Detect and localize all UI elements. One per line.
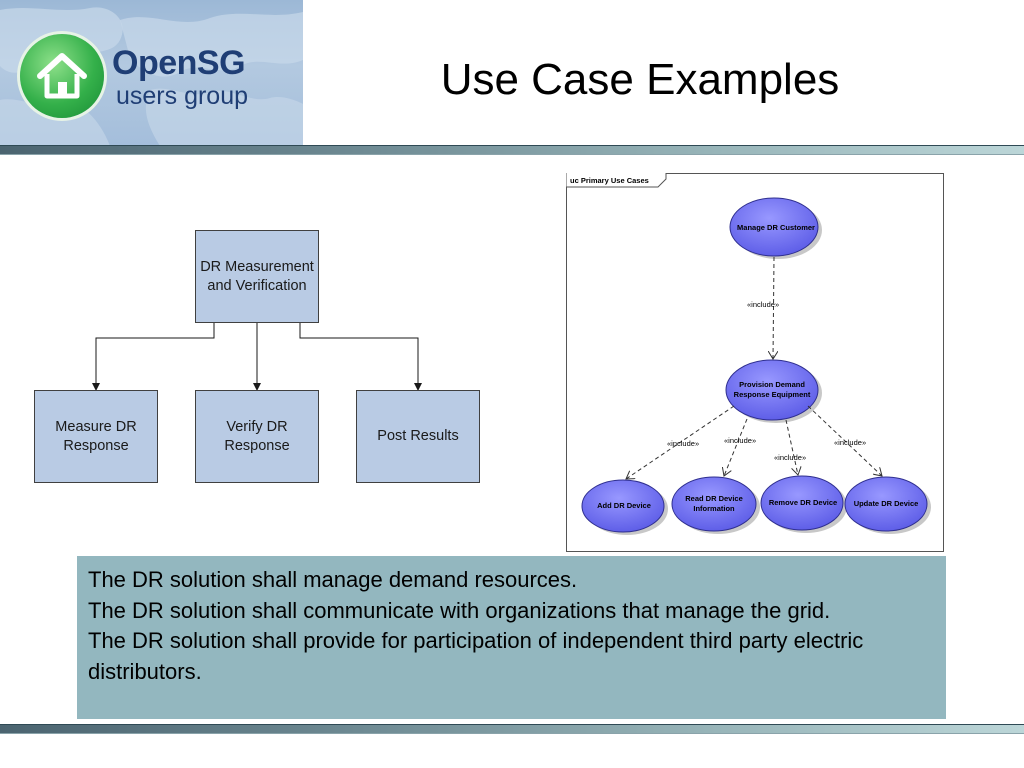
requirement-line: The DR solution shall provide for partic…	[88, 628, 864, 684]
use-case-update	[844, 476, 928, 532]
requirement-line: The DR solution shall manage demand reso…	[88, 567, 578, 592]
slide-title: Use Case Examples	[440, 55, 840, 104]
include-label: «include»	[834, 438, 867, 447]
requirement-line: The DR solution shall communicate with o…	[88, 597, 831, 623]
use-case-add	[581, 479, 665, 533]
hierarchy-root-label: DR Measurement and Verification	[200, 259, 314, 294]
include-arrow	[807, 405, 882, 476]
requirements-box: The DR solution shall manage demand reso…	[77, 556, 946, 719]
use-case-manage-label: Manage DR Customer	[737, 223, 815, 233]
use-case-remove	[760, 475, 844, 531]
use-case-provision-label: Provision Demand Response Equipment	[733, 380, 811, 399]
hierarchy-child-label: Measure DR Response	[55, 419, 137, 454]
include-label: «include»	[747, 300, 780, 309]
opensg-logo: OpenSG users group	[0, 0, 303, 146]
use-case-provision	[725, 359, 819, 421]
use-case-frame-label: uc Primary Use Cases	[570, 176, 649, 185]
include-arrow	[626, 405, 735, 479]
hierarchy-child-label: Post Results	[377, 428, 459, 445]
hierarchy-child-box: Measure DR Response	[34, 390, 158, 483]
use-case-remove-label: Remove DR Device	[768, 498, 838, 508]
use-case-update-label: Update DR Device	[853, 499, 919, 509]
use-case-read-label: Read DR Device Information	[685, 494, 743, 513]
hierarchy-child-box: Post Results	[356, 390, 480, 483]
use-case-drawing	[566, 173, 931, 535]
connector-measure	[92, 322, 215, 391]
include-arrow	[724, 418, 748, 476]
use-case-add-label: Add DR Device	[597, 501, 651, 511]
logo-subtitle: users group	[116, 82, 249, 110]
include-arrow	[773, 256, 774, 359]
house-icon	[37, 53, 87, 99]
hierarchy-child-label: Verify DR Response	[224, 419, 290, 454]
connector-post	[299, 322, 422, 391]
use-case-read	[671, 476, 757, 532]
top-divider	[0, 145, 1024, 155]
include-label: «include»	[774, 453, 807, 462]
logo-circle	[20, 34, 104, 118]
include-label: «include»	[724, 436, 757, 445]
bottom-divider	[0, 724, 1024, 734]
frame-tab	[566, 173, 667, 188]
use-case-manage	[729, 197, 819, 257]
hierarchy-child-box: Verify DR Response	[195, 390, 319, 483]
hierarchy-root-box: DR Measurement and Verification	[195, 230, 319, 323]
include-arrow	[785, 419, 798, 475]
include-label: «include»	[667, 439, 700, 448]
logo-title: OpenSG	[112, 44, 246, 82]
